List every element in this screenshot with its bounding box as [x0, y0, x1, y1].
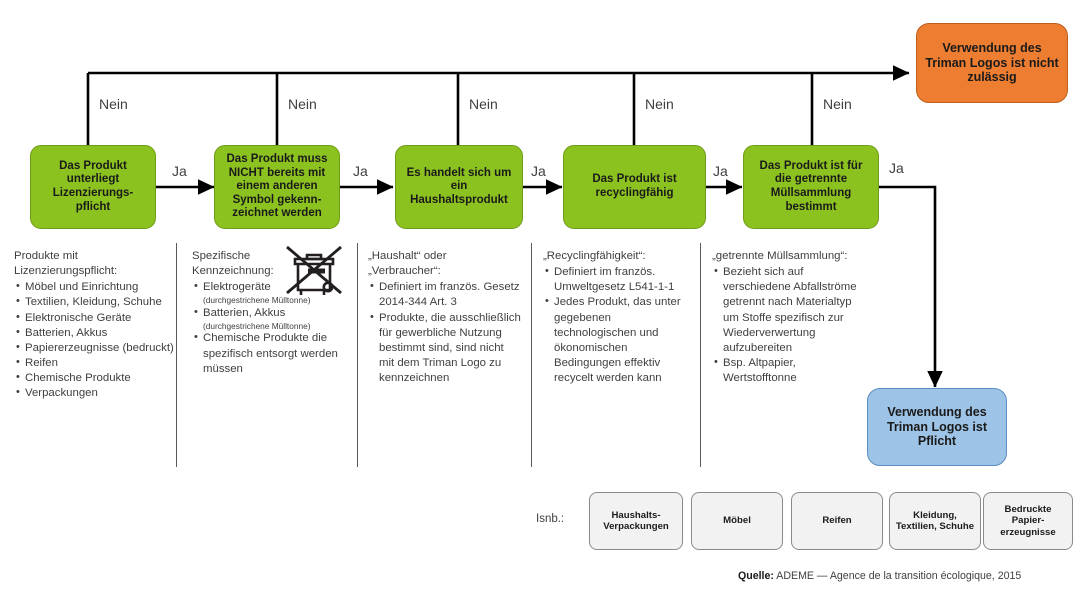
column-5-list: Bezieht sich auf verschiedene Abfallströ… [712, 264, 860, 386]
list-item-text: Jedes Produkt, das unter gegebenen techn… [554, 296, 681, 385]
column-2-heading: Spezifische Kennzeichnung: [192, 250, 274, 278]
explanation-column-4: „Recyclingfähigkeit“: Definiert im franz… [543, 249, 693, 386]
column-1-heading: Produkte mit Lizenzierungspflicht: [14, 250, 118, 278]
decision-node-1-label: Das Produkt unterliegt Lizenzierungs-pfl… [52, 159, 134, 213]
column-5-heading: „getrennte Müllsammlung“: [712, 250, 848, 262]
list-item: Reifen [14, 355, 174, 371]
isnb-box-1[interactable]: Haushalts-Verpackungen [589, 492, 683, 550]
column-4-list: Definiert im franzö­s. Umweltgesetz L541… [543, 264, 693, 386]
list-item: Papiererzeugnisse (bedruckt) [14, 340, 174, 356]
outcome-not-allowed-label: Verwendung des Triman Logos ist nicht zu… [925, 40, 1059, 85]
list-item-text: Elektronische Geräte [25, 311, 132, 324]
list-item: Batterien, Akkus (durchgestrichene Müllt… [192, 305, 350, 332]
decision-node-3-label: Es handelt sich um ein Haushaltsprodukt [406, 166, 512, 206]
list-item: Chemische Produkte die spezifisch entsor… [192, 330, 350, 376]
isnb-box-3-label: Reifen [822, 515, 852, 527]
decision-node-4-label: Das Produkt ist recyclingfähig [592, 173, 677, 199]
isnb-box-4[interactable]: Kleidung, Textilien, Schuhe [889, 492, 981, 550]
list-item-subtext: (durchgestrichene Mülltonne) [203, 295, 311, 306]
list-item-text: Elektrogeräte [203, 281, 271, 294]
explanation-column-1: Produkte mit Lizenzierungspflicht: Möbel… [14, 249, 174, 402]
isnb-box-5-label: Bedruckte Papier-erzeugnisse [1000, 503, 1056, 538]
decision-node-4[interactable]: Das Produkt ist recyclingfähig [563, 145, 706, 229]
decision-node-5[interactable]: Das Produkt ist für die getrennte Müllsa… [743, 145, 879, 229]
column-3-heading: „Haushalt“ oder „Verbraucher“: [368, 250, 447, 278]
edge-label-ja-4: Ja [713, 163, 728, 179]
list-item: Textilien, Kleidung, Schuhe [14, 294, 174, 310]
list-item-text: Verpackungen [25, 387, 98, 400]
explanation-column-2: Spezifische Kennzeichnung: Elektrogeräte… [192, 249, 350, 377]
source-text: ADEME — Agence de la transition écologiq… [773, 570, 1022, 582]
column-separator-2 [357, 243, 358, 467]
list-item: Bsp. Altpapier, Wertstofftonne [712, 355, 860, 386]
list-item: Möbel und Einrichtung [14, 279, 174, 295]
isnb-box-3[interactable]: Reifen [791, 492, 883, 550]
column-separator-3 [531, 243, 532, 467]
list-item-text: Chemische Produkte [25, 372, 131, 385]
column-1-list: Möbel und Einrichtung Textilien, Kleidun… [14, 279, 174, 401]
decision-node-2-label: Das Produkt muss NICHT bereits mit einem… [226, 153, 328, 220]
list-item: Elektrogeräte (durchgestrichene Mülltonn… [192, 279, 350, 306]
column-separator-4 [700, 243, 701, 467]
explanation-column-5: „getrennte Müllsammlung“: Bezieht sich a… [712, 249, 860, 386]
list-item-text: Produkte, die ausschließlich für gewerbl… [379, 311, 521, 385]
edge-label-nein-1: Nein [99, 96, 128, 112]
list-item: Definiert im franzö­s. Gesetz 2014-344 A… [368, 279, 522, 310]
list-item-text: Möbel und Einrichtung [25, 281, 139, 294]
list-item: Elektronische Geräte [14, 310, 174, 326]
list-item-text: Bezieht sich auf verschiedene Abfallströ… [723, 266, 857, 354]
list-item: Definiert im franzö­s. Umweltgesetz L541… [543, 264, 693, 295]
list-item: Produkte, die ausschließlich für gewerbl… [368, 310, 522, 387]
list-item: Bezieht sich auf verschiedene Abfallströ… [712, 264, 860, 356]
outcome-node-mandatory[interactable]: Verwendung des Triman Logos ist Pflicht [867, 388, 1007, 466]
list-item-text: Batterien, Akkus [203, 306, 286, 319]
edge-label-nein-4: Nein [645, 96, 674, 112]
decision-node-2[interactable]: Das Produkt muss NICHT bereits mit einem… [214, 145, 340, 229]
list-item: Verpackungen [14, 385, 174, 401]
list-item-text: Textilien, Kleidung, Schuhe [25, 296, 162, 309]
isnb-box-2-label: Möbel [723, 515, 751, 527]
outcome-mandatory-label: Verwendung des Triman Logos ist Pflicht [886, 404, 987, 449]
isnb-box-4-label: Kleidung, Textilien, Schuhe [895, 509, 975, 533]
list-item: Jedes Produkt, das unter gegebenen techn… [543, 294, 693, 386]
source-caption: Quelle: ADEME — Agence de la transition … [738, 570, 1021, 582]
decision-node-3[interactable]: Es handelt sich um ein Haushaltsprodukt [395, 145, 523, 229]
list-item-text: Batterien, Akkus [25, 326, 108, 339]
column-4-heading: „Recyclingfähigkeit“: [543, 250, 646, 262]
list-item-text: Reifen [25, 357, 58, 370]
list-item-text: Definiert im franzö­s. Gesetz 2014-344 A… [379, 281, 520, 309]
list-item-text: Definiert im franzö­s. Umweltgesetz L541… [554, 266, 675, 294]
isnb-box-5[interactable]: Bedruckte Papier-erzeugnisse [983, 492, 1073, 550]
outcome-node-not-allowed[interactable]: Verwendung des Triman Logos ist nicht zu… [916, 23, 1068, 103]
isnb-box-2[interactable]: Möbel [691, 492, 783, 550]
source-prefix: Quelle: [738, 570, 774, 582]
list-item-text: Chemische Produkte die spezifisch entsor… [203, 332, 338, 375]
column-2-list: Elektrogeräte (durchgestrichene Mülltonn… [192, 279, 350, 377]
column-separator-1 [176, 243, 177, 467]
edge-label-ja-3: Ja [531, 163, 546, 179]
list-item-text: Papiererzeugnisse (bedruckt) [25, 341, 174, 354]
edge-label-ja-2: Ja [353, 163, 368, 179]
edge-label-ja-5: Ja [889, 160, 904, 176]
list-item-text: Bsp. Altpapier, Wertstofftonne [723, 357, 797, 385]
edge-label-nein-2: Nein [288, 96, 317, 112]
isnb-box-1-label: Haushalts-Verpackungen [603, 509, 669, 533]
edge-label-ja-1: Ja [172, 163, 187, 179]
list-item-subtext: (durchgestrichene Mülltonne) [203, 320, 311, 331]
crossed-out-wheelie-bin-icon [286, 245, 342, 295]
decision-node-1[interactable]: Das Produkt unterliegt Lizenzierungs-pfl… [30, 145, 156, 229]
column-3-list: Definiert im franzö­s. Gesetz 2014-344 A… [368, 279, 522, 387]
list-item: Chemische Produkte [14, 370, 174, 386]
isnb-label: Isnb.: [536, 513, 565, 525]
edge-label-nein-3: Nein [469, 96, 498, 112]
list-item: Batterien, Akkus [14, 325, 174, 341]
decision-node-5-label: Das Produkt ist für die getrennte Müllsa… [759, 159, 863, 213]
edge-label-nein-5: Nein [823, 96, 852, 112]
explanation-column-3: „Haushalt“ oder „Verbraucher“: Definiert… [368, 249, 522, 386]
